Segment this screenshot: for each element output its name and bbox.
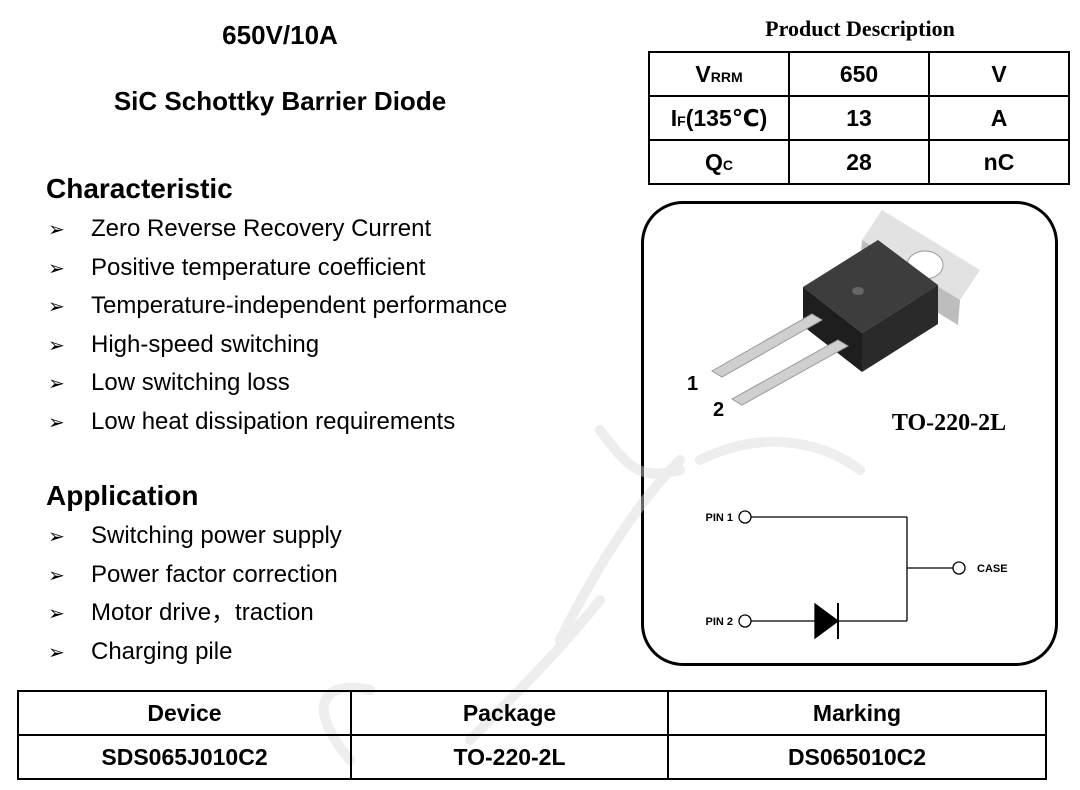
arrow-bullet-icon: ➢ [48,639,65,664]
param-value: 13 [788,95,930,141]
arrow-bullet-icon: ➢ [48,562,65,587]
pin2-label: PIN 2 [705,616,733,628]
application-list: ➢Switching power supply ➢Power factor co… [48,517,342,671]
diode-schematic-icon [738,510,966,640]
param-symbol: IF(135℃) [648,95,790,141]
to220-package-icon [711,210,980,406]
pin2-number: 2 [713,399,724,421]
header-marking: Marking [667,690,1047,736]
characteristic-heading: Characteristic [46,173,233,204]
param-value: 650 [788,51,930,97]
table-row: Device Package Marking [17,690,1047,736]
arrow-bullet-icon: ➢ [48,524,65,548]
table-row: SDS065J010C2 TO-220-2L DS065010C2 [17,734,1047,780]
param-unit: nC [928,139,1070,185]
param-symbol: QC [648,139,790,185]
list-item: ➢Charging pile [48,633,342,672]
cell-device: SDS065J010C2 [17,734,352,780]
header-package: Package [350,690,669,736]
cell-package: TO-220-2L [350,734,669,780]
package-name: TO-220-2L [892,410,1006,436]
arrow-bullet-icon: ➢ [48,332,65,357]
table-row: VRRM 650 V [648,51,1070,97]
param-unit: V [928,51,1070,97]
case-label: CASE [977,563,1008,575]
pin1-number: 1 [687,373,698,395]
param-unit: A [928,95,1070,141]
package-panel [641,201,1058,666]
param-value: 28 [788,139,930,185]
arrow-bullet-icon: ➢ [48,409,65,434]
arrow-bullet-icon: ➢ [48,255,65,280]
table-row: QC 28 nC [648,139,1070,185]
param-symbol: VRRM [648,51,790,97]
list-item: ➢Positive temperature coefficient [48,249,507,288]
device-type-title: SiC Schottky Barrier Diode [113,86,447,116]
list-item: ➢High-speed switching [48,326,507,365]
list-item: ➢Zero Reverse Recovery Current [48,210,507,249]
product-description-title: Product Description [765,16,955,41]
cell-marking: DS065010C2 [667,734,1047,780]
arrow-bullet-icon: ➢ [48,601,65,625]
list-item: ➢Low switching loss [48,364,507,403]
package-drawing: 1 2 TO-220-2L PIN 1 PIN 2 CASE [687,210,1008,640]
characteristic-list: ➢Zero Reverse Recovery Current ➢Positive… [48,210,507,441]
arrow-bullet-icon: ➢ [48,217,65,241]
list-item: ➢Temperature-independent performance [48,287,507,326]
pin1-label: PIN 1 [705,512,733,524]
list-item: ➢Low heat dissipation requirements [48,403,507,442]
list-item: ➢Switching power supply [48,517,342,556]
list-item: ➢Power factor correction [48,556,342,595]
arrow-bullet-icon: ➢ [48,371,65,395]
arrow-bullet-icon: ➢ [48,294,65,318]
list-item: ➢Motor drive，traction [48,594,342,633]
header-device: Device [17,690,352,736]
ordering-table: Device Package Marking SDS065J010C2 TO-2… [17,690,1047,780]
application-heading: Application [46,480,199,511]
product-description-table: VRRM 650 V IF(135℃) 13 A QC 28 nC [648,51,1070,185]
rating-title: 650V/10A [222,20,338,50]
table-row: IF(135℃) 13 A [648,95,1070,141]
